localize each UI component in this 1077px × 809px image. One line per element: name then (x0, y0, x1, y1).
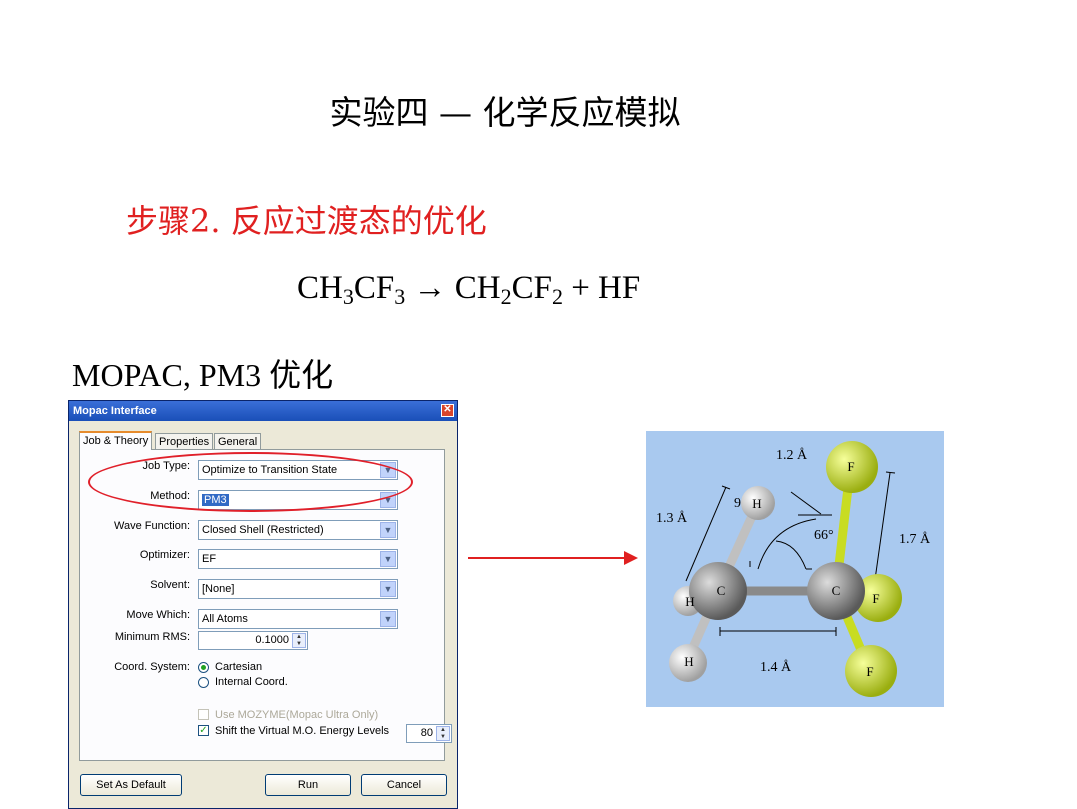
wave-function-select[interactable]: Closed Shell (Restricted) ▼ (198, 520, 398, 540)
formula-part: CH (454, 270, 501, 306)
optimizer-value: EF (202, 553, 217, 565)
distance-label: 1.4 Å (760, 659, 792, 675)
atom-label: H (684, 654, 693, 669)
atom-label: F (866, 664, 873, 679)
solvent-label: Solvent: (150, 579, 190, 591)
wave-function-label: Wave Function: (113, 520, 190, 532)
carbon-atom (689, 562, 747, 620)
chevron-down-icon[interactable]: ▼ (380, 522, 396, 538)
radio-internal-coord-label: Internal Coord. (215, 676, 288, 688)
checkbox-shift[interactable]: ✓ (198, 725, 209, 736)
atom-label: C (832, 583, 841, 598)
method-label: MOPAC, PM3 优化 (72, 357, 334, 393)
fluorine-atom (845, 645, 897, 697)
hydrogen-atom (741, 486, 775, 520)
highlight-ellipse (88, 452, 413, 512)
distance-label: 1.2 Å (776, 447, 808, 463)
formula-part: + HF (571, 270, 641, 306)
formula-sub: 3 (394, 284, 406, 309)
slide-title: 实验四 — 化学反应模拟 (329, 93, 681, 132)
min-rms-input[interactable]: 0.1000▲▼ (198, 631, 308, 650)
spinner-icon[interactable]: ▲▼ (436, 726, 450, 741)
tab-general[interactable]: General (214, 433, 262, 450)
optimizer-select[interactable]: EF ▼ (198, 549, 398, 569)
formula-part: CF (511, 270, 552, 306)
chevron-down-icon[interactable]: ▼ (380, 551, 396, 567)
distance-label: 1.7 Å (899, 531, 931, 547)
formula-sub: 2 (551, 284, 563, 309)
checkbox-mozyme[interactable] (198, 709, 209, 720)
atom-label: F (847, 459, 854, 474)
solvent-select[interactable]: [None] ▼ (198, 579, 398, 599)
move-which-select[interactable]: All Atoms ▼ (198, 609, 398, 629)
min-rms-label: Minimum RMS: (114, 631, 190, 643)
distance-label: 1.3 Å (656, 510, 688, 526)
radio-cartesian[interactable] (198, 662, 209, 673)
spinner-icon[interactable]: ▲▼ (292, 633, 306, 648)
chevron-down-icon[interactable]: ▼ (380, 581, 396, 597)
dialog-titlebar[interactable]: Mopac Interface ✕ (69, 401, 457, 421)
angle-label: 9 (734, 496, 741, 511)
fluorine-atom (826, 441, 878, 493)
set-as-default-button[interactable]: Set As Default (80, 774, 182, 796)
atom-label: F (872, 591, 879, 606)
reaction-equation: CH3CF3 → CH2CF2 + HF (297, 270, 640, 310)
pointer-arrow (468, 551, 638, 565)
chevron-down-icon[interactable]: ▼ (380, 611, 396, 627)
carbon-atom (807, 562, 865, 620)
optimizer-label: Optimizer: (139, 549, 190, 561)
wave-function-value: Closed Shell (Restricted) (202, 524, 324, 536)
angle-label: 66° (814, 528, 834, 543)
solvent-value: [None] (202, 583, 235, 595)
atom-label: C (717, 583, 726, 598)
min-rms-value: 0.1000 (255, 634, 289, 646)
run-button[interactable]: Run (265, 774, 351, 796)
hydrogen-atom (669, 644, 707, 682)
atom-label: H (685, 594, 694, 609)
tab-properties[interactable]: Properties (155, 433, 214, 450)
coord-system-label: Coord. System: (114, 661, 190, 673)
tab-job-theory[interactable]: Job & Theory (79, 431, 153, 450)
step-heading: 步骤2. 反应过渡态的优化 (126, 202, 487, 240)
molecule-image: H H H C C F F F 1.2 Å 1.3 Å 1.7 Å 1.4 Å … (646, 431, 944, 707)
move-which-label: Move Which: (126, 609, 190, 621)
reaction-arrow: → (413, 270, 447, 306)
fluorine-atom (854, 574, 902, 622)
formula-part: CF (353, 270, 395, 306)
formula-sub: 2 (500, 284, 512, 309)
atom-label: H (752, 496, 761, 511)
shift-label: Shift the Virtual M.O. Energy Levels (215, 725, 390, 737)
mozyme-label: Use MOZYME(Mopac Ultra Only) (215, 709, 379, 721)
close-icon[interactable]: ✕ (441, 404, 454, 417)
radio-internal-coord[interactable] (198, 677, 209, 688)
formula-sub: 3 (342, 284, 354, 309)
radio-cartesian-label: Cartesian (215, 661, 263, 673)
cancel-button[interactable]: Cancel (361, 774, 447, 796)
shift-value: 80 (420, 727, 433, 739)
dialog-title: Mopac Interface (73, 405, 157, 417)
shift-value-input[interactable]: 80▲▼ (406, 724, 452, 743)
move-which-value: All Atoms (202, 613, 248, 625)
formula-part: CH (297, 270, 343, 306)
